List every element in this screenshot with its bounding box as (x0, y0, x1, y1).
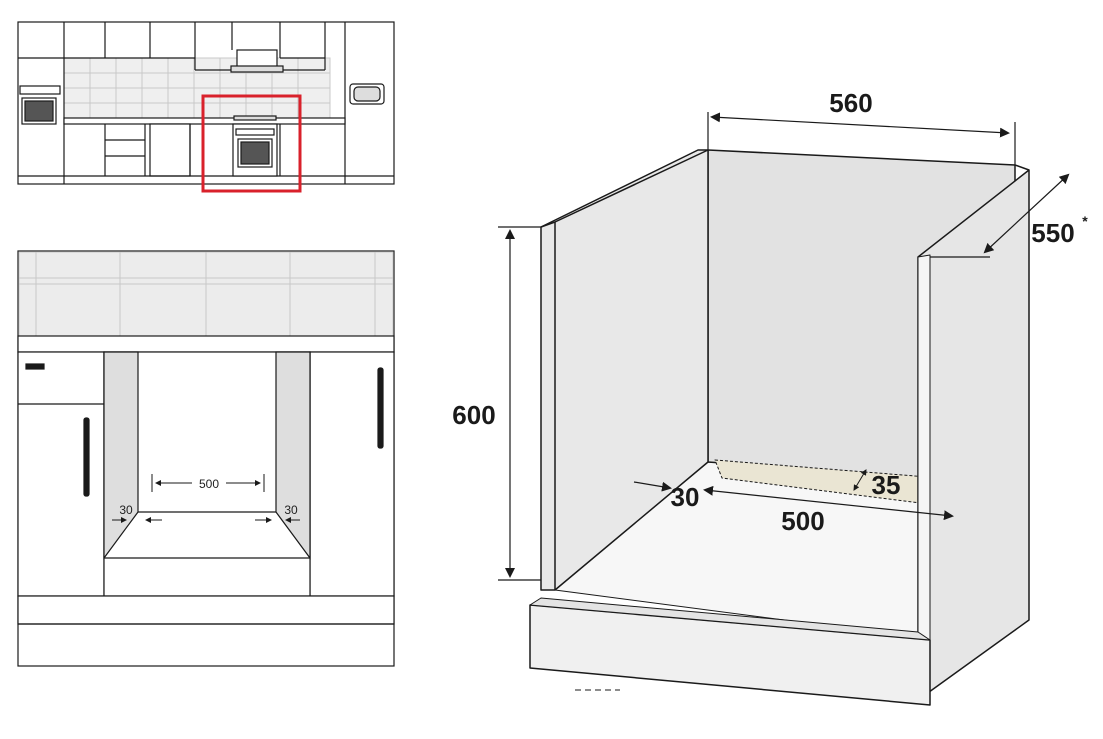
cooker-highlight-frame (201, 94, 302, 193)
vent-offset-label: 30 (671, 482, 700, 512)
front-width-dimension (151, 474, 265, 492)
vent-offset-dimension (633, 481, 672, 492)
front-view-panel: 500 30 30 (17, 250, 395, 667)
cabinet-left-panel (540, 149, 709, 591)
vent-depth-label: 35 (872, 470, 901, 500)
vent-width-dimension (703, 485, 954, 521)
depth-footnote-mark: * (1082, 213, 1088, 229)
depth-dimension (930, 173, 1070, 258)
vent-depth-dimension (853, 469, 867, 491)
cooker-niche (103, 351, 311, 597)
front-worktop (17, 335, 395, 353)
door-handle-right (377, 367, 384, 449)
width-dimension (707, 112, 1016, 165)
freestanding-cooker (232, 115, 278, 177)
right-base-cabinet (309, 351, 395, 597)
tall-oven-column (19, 58, 65, 184)
kitchen-overview-panel (17, 21, 395, 193)
front-width-label: 500 (199, 477, 219, 491)
front-right-gap-label: 30 (284, 503, 298, 517)
cabinet-right-panel (917, 169, 1030, 701)
cooker-hood (230, 49, 284, 73)
front-tile-band (18, 251, 394, 337)
height-label: 600 (452, 400, 495, 430)
left-base-cabinet (17, 351, 105, 597)
vent-width-label: 500 (781, 506, 824, 536)
front-plinth (17, 595, 395, 625)
door-handle-left (83, 417, 90, 497)
depth-label: 550 (1031, 218, 1074, 248)
cabinet-3d-panel: 560 550 * 600 500 35 30 (452, 88, 1088, 706)
drawer-handle (25, 363, 45, 370)
backsplash-tiles (63, 57, 331, 119)
height-dimension (498, 226, 541, 581)
front-left-gap-label: 30 (119, 503, 133, 517)
base-cabinets (18, 123, 394, 177)
width-label: 560 (829, 88, 872, 118)
tall-column-right (344, 22, 385, 184)
upper-cabinets (18, 22, 326, 71)
